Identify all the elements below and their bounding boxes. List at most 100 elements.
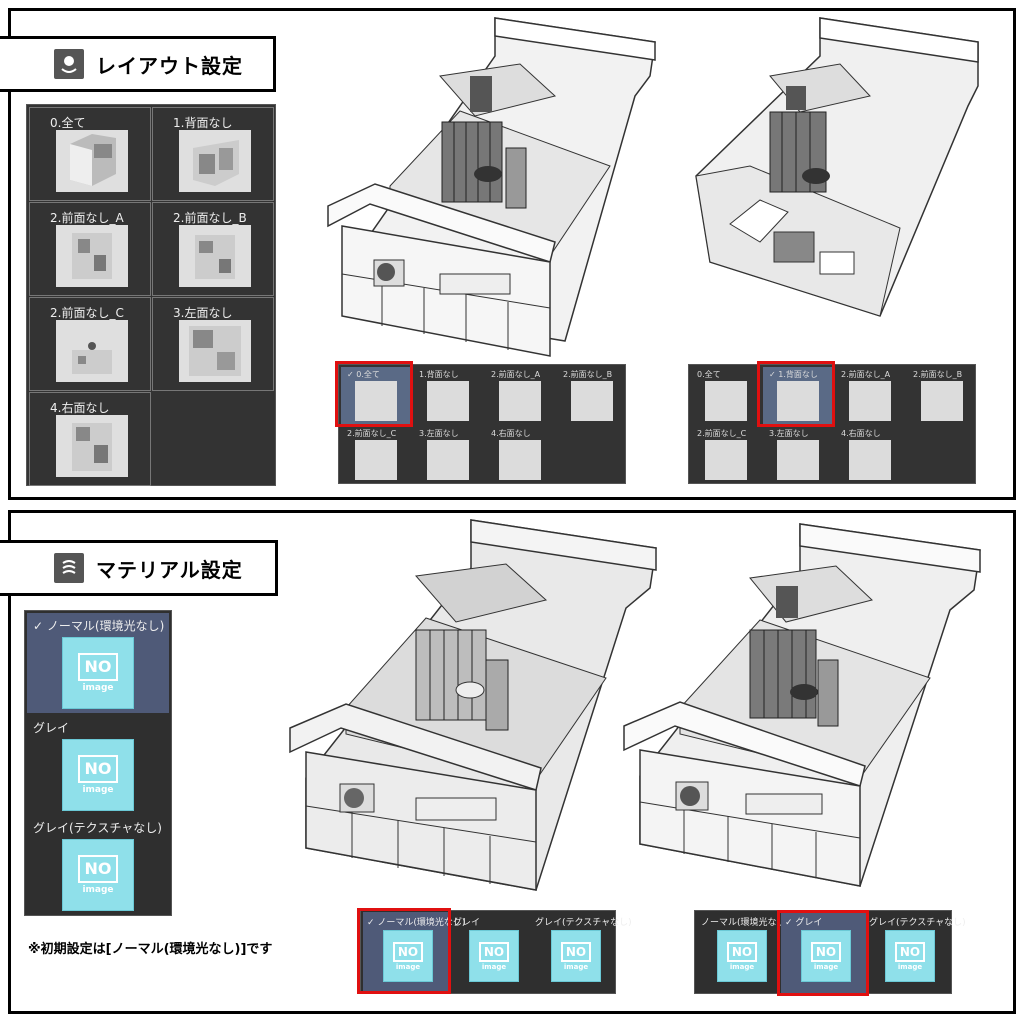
apartment-render-gray xyxy=(623,523,981,887)
selector-thumbnail xyxy=(705,440,747,480)
layout-option-no-front-b[interactable]: 2.前面なし_B xyxy=(152,202,274,296)
selector-option-label: ✓ 1.背面なし xyxy=(769,370,818,379)
selector-thumbnail xyxy=(355,440,397,480)
layout-section-title: レイアウト設定 xyxy=(96,53,243,78)
layout-option-no-left[interactable]: 3.左面なし xyxy=(152,297,274,391)
selection-highlight xyxy=(357,908,451,994)
material-section-title: マテリアル設定 xyxy=(96,557,243,582)
apartment-render-all xyxy=(327,17,656,357)
layout-thumbnail xyxy=(179,130,251,192)
layout-section-header: レイアウト設定 xyxy=(0,36,276,92)
selector-option-no-front-a[interactable]: 2.前面なし_A xyxy=(485,367,555,425)
selector-option-no-front-b[interactable]: 2.前面なし_B xyxy=(557,367,627,425)
selector-option-label: 1.背面なし xyxy=(419,370,459,379)
selector-option-label: ✓ ノーマル(環境光なし) xyxy=(367,918,466,928)
selector-thumbnail xyxy=(777,440,819,480)
selector-option-all[interactable]: ✓ 0.全て xyxy=(341,367,411,425)
selector-option-label: グレイ(テクスチャなし) xyxy=(535,918,632,928)
selector-thumbnail xyxy=(777,381,819,421)
selection-highlight xyxy=(777,910,869,996)
selector-thumbnail xyxy=(849,440,891,480)
layout-option-no-right[interactable]: 4.右面なし xyxy=(29,392,151,486)
material-option-label: ✓ ノーマル(環境光なし) xyxy=(33,619,165,633)
selector-thumbnail xyxy=(427,440,469,480)
selector-thumbnail xyxy=(921,381,963,421)
layout-option-no-back[interactable]: 1.背面なし xyxy=(152,107,274,201)
selection-highlight xyxy=(335,361,413,427)
check-icon: ✓ xyxy=(367,918,375,928)
layout-thumbnail xyxy=(56,225,128,287)
layout-thumbnail xyxy=(56,415,128,477)
selector-option-label: ✓ 0.全て xyxy=(347,370,380,379)
selector-option-label: 3.左面なし xyxy=(769,429,809,438)
material-option-label: グレイ(テクスチャなし) xyxy=(33,821,162,835)
check-icon: ✓ xyxy=(347,370,354,379)
selector-option-label: 2.前面なし_C xyxy=(697,429,747,438)
layout-option-no-front-a[interactable]: 2.前面なし_A xyxy=(29,202,151,296)
selector-option-label: 4.右面なし xyxy=(491,429,531,438)
selection-highlight xyxy=(757,361,835,427)
apartment-render-normal xyxy=(289,519,657,891)
selector-option-label: 2.前面なし_A xyxy=(491,370,541,379)
selector-option-label: ノーマル(環境光なし) xyxy=(701,918,790,928)
layout-option-label: 2.前面なし_B xyxy=(173,211,247,225)
layout-thumbnail xyxy=(179,225,251,287)
layout-options-panel: 0.全て 1.背面なし 2.前面なし_A 2.前面なし_B 2.前面なし_C 3… xyxy=(26,104,276,486)
selector-option-no-back[interactable]: ✓ 1.背面なし xyxy=(763,367,833,425)
selector-option-no-left[interactable]: 3.左面なし xyxy=(413,426,483,484)
selector-option-label: 2.前面なし_A xyxy=(841,370,891,379)
check-icon: ✓ xyxy=(33,619,44,633)
check-icon: ✓ xyxy=(769,370,776,379)
selector-option-no-front-b[interactable]: 2.前面なし_B xyxy=(907,367,977,425)
layout-thumbnail xyxy=(56,320,128,382)
selector-thumbnail xyxy=(355,381,397,421)
layout-option-label: 4.右面なし xyxy=(50,401,110,415)
selector-option-no-right[interactable]: 4.右面なし xyxy=(485,426,555,484)
layout-option-label: 2.前面なし_A xyxy=(50,211,124,225)
selector-option-label: 2.前面なし_B xyxy=(913,370,963,379)
layout-icon xyxy=(54,49,84,79)
layout-option-no-front-c[interactable]: 2.前面なし_C xyxy=(29,297,151,391)
selector-option-no-right[interactable]: 4.右面なし xyxy=(835,426,905,484)
selector-option-no-back[interactable]: 1.背面なし xyxy=(413,367,483,425)
selector-option-no-front-c[interactable]: 2.前面なし_C xyxy=(341,426,411,484)
selector-thumbnail xyxy=(705,381,747,421)
selector-thumbnail xyxy=(571,381,613,421)
layout-option-label: 3.左面なし xyxy=(173,306,233,320)
selector-option-all[interactable]: 0.全て xyxy=(691,367,761,425)
material-icon xyxy=(54,553,84,583)
selector-option-no-front-a[interactable]: 2.前面なし_A xyxy=(835,367,905,425)
selector-option-label: グレイ(テクスチャなし) xyxy=(869,918,966,928)
layout-option-label: 0.全て xyxy=(50,116,86,130)
selector-option-no-left[interactable]: 3.左面なし xyxy=(763,426,833,484)
selector-option-label: ✓ グレイ xyxy=(785,918,823,928)
selector-thumbnail xyxy=(427,381,469,421)
selector-option-no-front-c[interactable]: 2.前面なし_C xyxy=(691,426,761,484)
selector-thumbnail xyxy=(499,381,541,421)
layout-option-all[interactable]: 0.全て xyxy=(29,107,151,201)
selector-thumbnail xyxy=(849,381,891,421)
material-option-label: グレイ xyxy=(33,721,70,735)
selector-thumbnail xyxy=(499,440,541,480)
selector-option-label: 2.前面なし_B xyxy=(563,370,613,379)
selector-option-label: 4.右面なし xyxy=(841,429,881,438)
